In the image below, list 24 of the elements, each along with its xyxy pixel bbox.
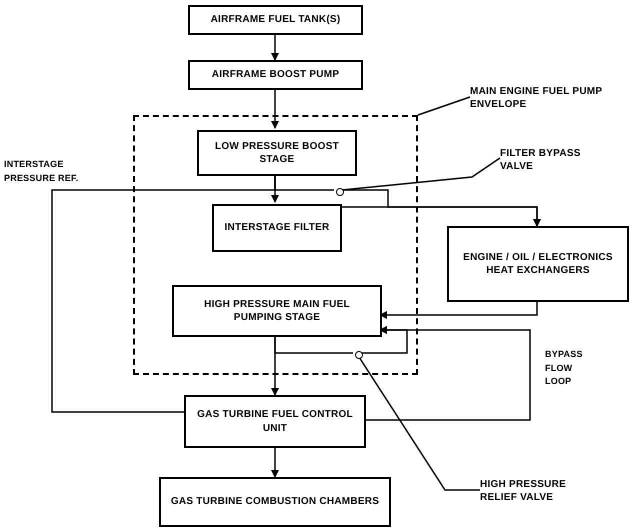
annotation-text: INTERSTAGE PRESSURE REF. <box>4 158 80 184</box>
envelope-boundary <box>133 115 418 375</box>
process-box: AIRFRAME FUEL TANK(S) <box>188 5 363 35</box>
flow-arrow <box>271 90 279 129</box>
callout-label: HIGH PRESSURE RELIEF VALVE <box>480 475 590 507</box>
process-box: INTERSTAGE FILTER <box>212 204 342 252</box>
flow-arrow <box>271 35 279 61</box>
flow-arrow <box>342 189 541 227</box>
callout-label: MAIN ENGINE FUEL PUMP ENVELOPE <box>470 82 620 114</box>
valve-symbol <box>336 188 344 196</box>
callout-label: FILTER BYPASS VALVE <box>500 145 610 175</box>
process-box: ENGINE / OIL / ELECTRONICS HEAT EXCHANGERS <box>447 226 629 302</box>
process-box: GAS TURBINE FUEL CONTROL UNIT <box>184 395 366 448</box>
process-box: HIGH PRESSURE MAIN FUEL PUMPING STAGE <box>172 285 382 337</box>
annotation-text: BYPASS FLOW LOOP <box>545 348 584 388</box>
flow-arrow <box>271 448 279 478</box>
flow-arrow <box>366 326 531 421</box>
leader-line <box>358 356 480 491</box>
process-box: GAS TURBINE COMBUSTION CHAMBERS <box>159 477 391 527</box>
leader-line <box>418 96 470 116</box>
process-box: AIRFRAME BOOST PUMP <box>188 60 363 90</box>
process-box: LOW PRESSURE BOOST STAGE <box>197 130 357 176</box>
valve-symbol <box>355 351 363 359</box>
leader-line <box>342 157 500 191</box>
